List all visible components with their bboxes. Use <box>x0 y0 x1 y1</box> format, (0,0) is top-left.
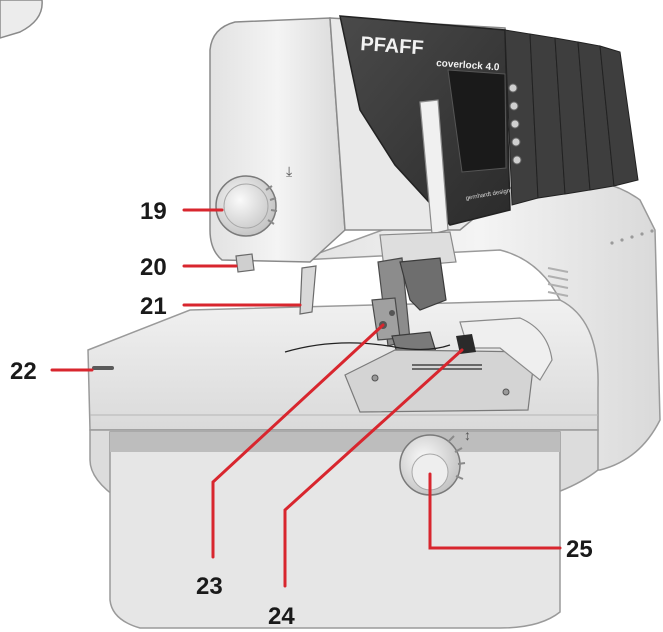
leader-lines <box>50 208 562 588</box>
leader-23 <box>211 323 385 559</box>
top-left-fragment <box>0 0 43 39</box>
callout-22: 22 <box>10 358 37 385</box>
base-shadow-band <box>110 432 560 452</box>
model-label: coverlock 4.0 <box>436 58 500 73</box>
display-button[interactable] <box>512 155 522 165</box>
display-button[interactable] <box>511 137 521 147</box>
callout-25: 25 <box>566 536 593 563</box>
display-button[interactable] <box>508 83 518 93</box>
callout-24: 24 <box>268 603 295 630</box>
vent-slots <box>547 267 569 297</box>
led-light-strip <box>92 366 114 370</box>
thread-cover-plates <box>504 29 639 206</box>
differential-feed-knob[interactable] <box>215 175 278 237</box>
plate-screw <box>371 374 379 382</box>
callout-23: 23 <box>196 573 223 600</box>
presser-foot-lifter[interactable] <box>299 265 317 315</box>
knob-symbol-25: ↕ <box>464 427 471 443</box>
thread <box>284 342 451 353</box>
callout-19: 19 <box>140 198 167 225</box>
looper-cover <box>459 317 553 381</box>
indicator-dots <box>610 229 654 245</box>
leader-24 <box>283 348 464 588</box>
display-button[interactable] <box>509 101 519 111</box>
callout-20: 20 <box>140 254 167 281</box>
display-screen <box>447 69 507 173</box>
needle-plate <box>344 349 536 413</box>
display-button[interactable] <box>510 119 520 129</box>
callout-21: 21 <box>140 293 167 320</box>
machine-base-skirt <box>109 431 561 629</box>
needle-threader-lever[interactable] <box>235 253 255 273</box>
display-buttons[interactable] <box>508 83 522 165</box>
brand-label: PFAFF <box>360 33 425 59</box>
plate-screw <box>502 388 510 396</box>
knob-symbol-19: ⤓ <box>286 163 292 179</box>
thread-guide-bar <box>419 99 449 235</box>
leader-25 <box>428 472 562 550</box>
